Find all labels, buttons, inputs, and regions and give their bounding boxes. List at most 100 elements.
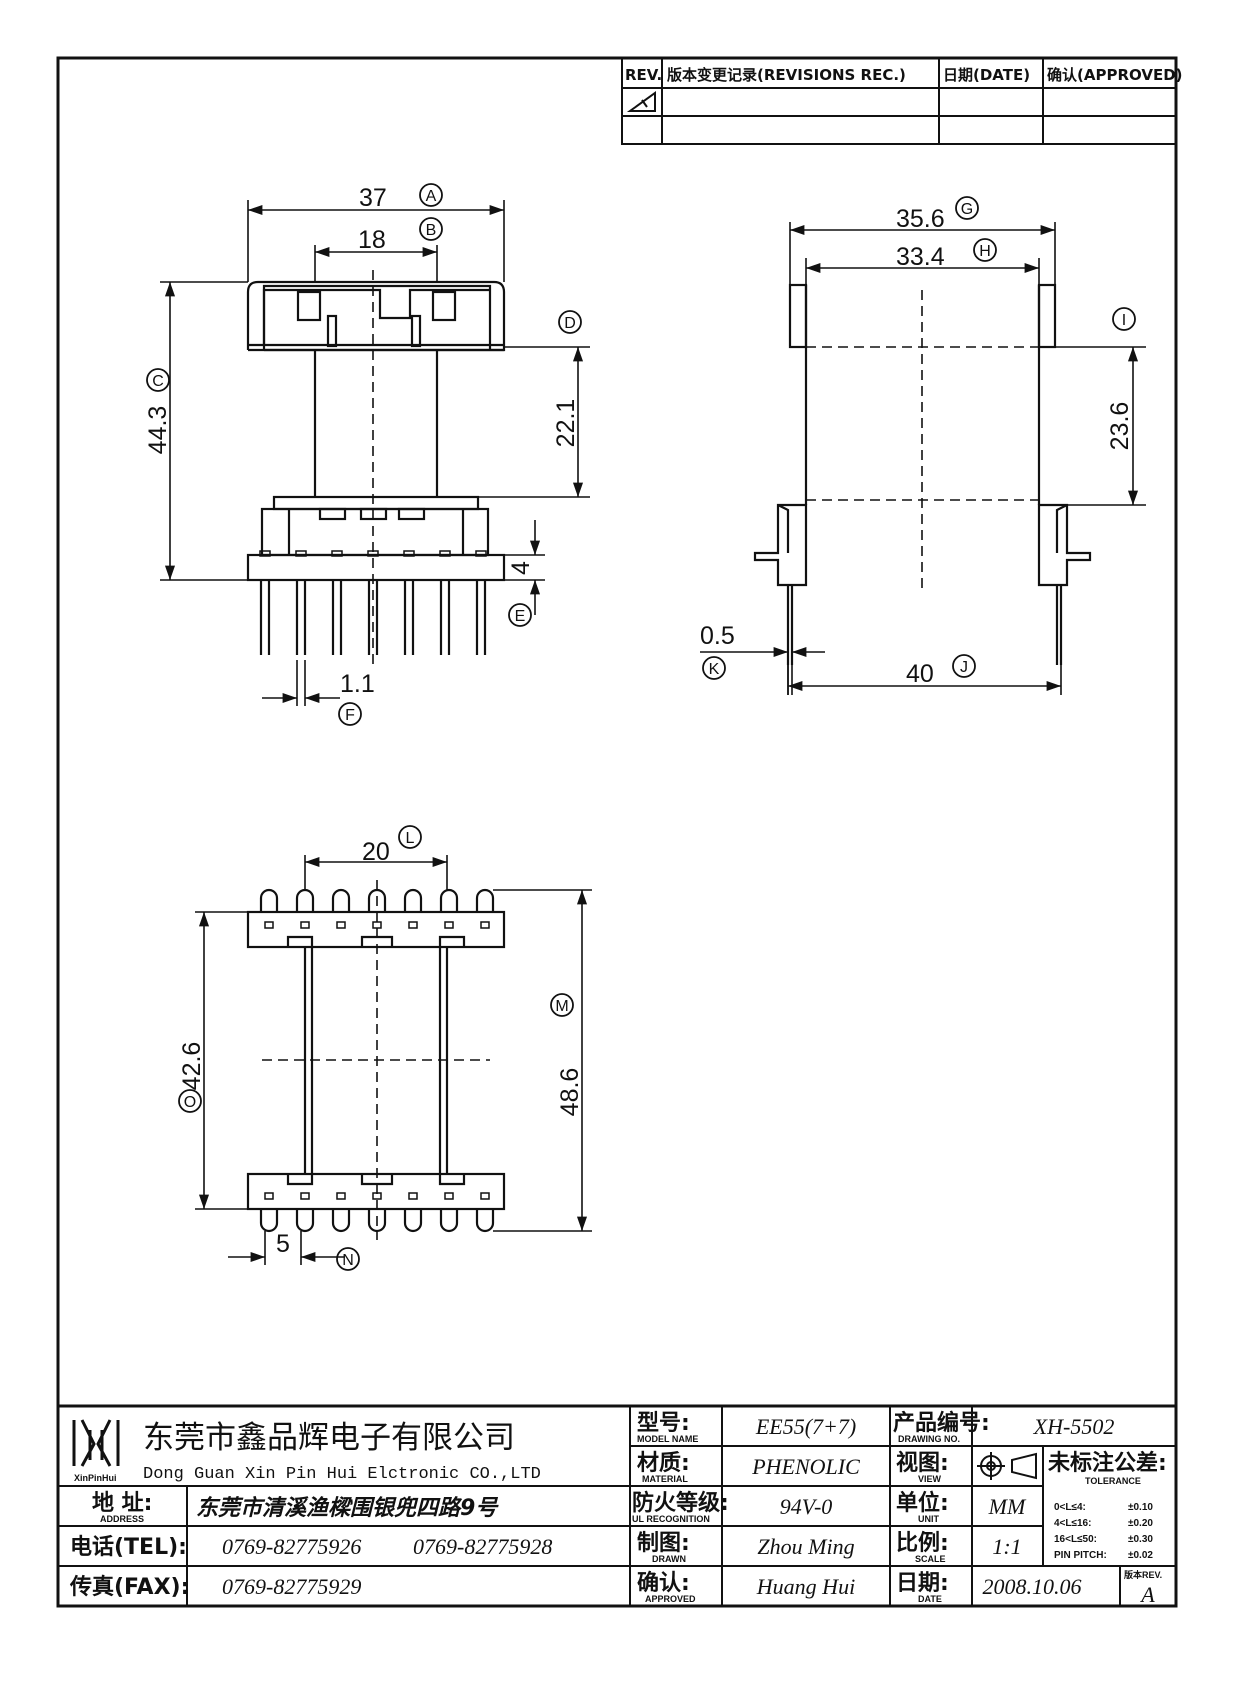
date-label-en: DATE: [918, 1594, 942, 1604]
rev-header-record: 版本变更记录(REVISIONS REC.): [667, 66, 906, 84]
tel-value-2: 0769-82775928: [413, 1534, 552, 1559]
ul-label: 防火等级:: [632, 1490, 729, 1516]
dim-i-value: 23.6: [1106, 402, 1134, 451]
letter-n: N: [342, 1252, 354, 1269]
company-name-en: Dong Guan Xin Pin Hui Elctronic CO.,LTD: [143, 1465, 541, 1484]
drawing-no-value: XH-5502: [1033, 1414, 1115, 1439]
drawn-label-en: DRAWN: [652, 1554, 686, 1564]
dim-n-value: 5: [276, 1230, 290, 1258]
view-label: 视图:: [896, 1450, 949, 1476]
model-label-en: MODEL NAME: [637, 1434, 698, 1444]
tel-label: 电话(TEL):: [70, 1535, 187, 1560]
address-value: 东莞市清溪渔樑围银兜四路9号: [196, 1495, 499, 1521]
material-label: 材质:: [637, 1451, 690, 1476]
rev-header-label: REV.: [625, 66, 662, 84]
title-block-grid: [58, 1404, 1176, 1606]
letter-j: J: [960, 659, 968, 676]
dim-e-value: 4: [507, 561, 535, 575]
dim-j-value: 40: [906, 660, 934, 688]
tol-value-1: ±0.10: [1128, 1502, 1153, 1513]
rev-header-date: 日期(DATE): [943, 66, 1030, 84]
date-value: 2008.10.06: [983, 1574, 1082, 1599]
reference-letters: [146, 183, 1136, 1271]
letter-b: B: [426, 222, 437, 239]
dim-a-value: 37: [359, 184, 387, 212]
view-label-en: VIEW: [918, 1474, 942, 1484]
dim-o-value: 42.6: [178, 1042, 206, 1091]
fax-label: 传真(FAX):: [69, 1574, 189, 1600]
tol-range-1: 0<L≤4:: [1054, 1502, 1086, 1513]
letter-l: L: [406, 830, 415, 847]
fax-value: 0769-82775929: [222, 1574, 361, 1599]
tol-value-3: ±0.30: [1128, 1534, 1153, 1545]
letter-h: H: [979, 243, 991, 260]
scale-label: 比例:: [896, 1531, 949, 1556]
letter-c: C: [152, 373, 164, 390]
dim-g-value: 35.6: [896, 205, 945, 233]
approved-label: 确认:: [637, 1570, 690, 1596]
bottom-view: [246, 880, 506, 1240]
projection-symbol-icon: [977, 1452, 1037, 1480]
company-name-cn: 东莞市鑫品辉电子有限公司: [143, 1420, 515, 1456]
letter-o: O: [184, 1094, 196, 1111]
letter-a: A: [426, 188, 437, 205]
dim-b-value: 18: [358, 226, 386, 254]
model-value: EE55(7+7): [755, 1414, 856, 1439]
side-view-dimensions: [700, 222, 1146, 695]
drawing-no-label: 产品编号:: [893, 1410, 990, 1436]
ul-value: 94V-0: [780, 1494, 833, 1519]
scale-label-en: SCALE: [915, 1554, 946, 1564]
address-label-en: ADDRESS: [100, 1514, 144, 1524]
tel-value-1: 0769-82775926: [222, 1534, 361, 1559]
letter-d: D: [564, 315, 576, 332]
dim-m-value: 48.6: [556, 1068, 584, 1117]
approved-value: Huang Hui: [756, 1574, 855, 1599]
tol-value-2: ±0.20: [1128, 1518, 1153, 1529]
drawn-value: Zhou Ming: [757, 1534, 854, 1559]
unit-label-en: UNIT: [918, 1514, 939, 1524]
material-value: PHENOLIC: [751, 1454, 860, 1479]
unit-label: 单位:: [896, 1490, 949, 1516]
bottom-view-dimensions: [195, 855, 592, 1265]
scale-value: 1:1: [992, 1534, 1021, 1559]
material-label-en: MATERIAL: [642, 1474, 688, 1484]
letter-k: K: [709, 661, 720, 678]
date-label: 日期:: [896, 1571, 949, 1596]
dim-l-value: 20: [362, 838, 390, 866]
tol-range-4: PIN PITCH:: [1054, 1550, 1107, 1561]
letter-g: G: [961, 201, 973, 218]
model-label: 型号:: [637, 1411, 690, 1436]
dim-k-value: 0.5: [700, 622, 735, 650]
side-view: [753, 283, 1092, 665]
dim-h-value: 33.4: [896, 243, 945, 271]
dim-f-value: 1.1: [340, 670, 375, 698]
revision-table: [621, 57, 1177, 145]
unit-value: MM: [988, 1494, 1027, 1519]
letter-f: F: [345, 707, 355, 724]
letter-i: I: [1122, 312, 1126, 329]
rev-box-label: 版本REV.: [1123, 1569, 1162, 1580]
approved-label-en: APPROVED: [645, 1594, 696, 1604]
revision-triangle-icon: [626, 91, 656, 112]
drawn-label: 制图:: [637, 1531, 690, 1556]
sheet-border: [56, 56, 1178, 1608]
drawing-no-label-en: DRAWING NO.: [898, 1434, 960, 1444]
ul-label-en: UL RECOGNITION: [632, 1514, 710, 1524]
tolerance-label-en: TOLERANCE: [1085, 1476, 1141, 1486]
front-view-dimensions: [160, 200, 590, 706]
company-logo-icon: [72, 1419, 120, 1467]
rev-header-approved: 确认(APPROVED): [1047, 66, 1183, 84]
dim-d-value: 22.1: [552, 399, 580, 448]
rev-box-value: A: [1139, 1582, 1155, 1607]
letter-m: M: [555, 998, 568, 1015]
tol-range-2: 4<L≤16:: [1054, 1518, 1091, 1529]
dim-c-value: 44.3: [144, 406, 172, 455]
logo-caption: XinPinHui: [74, 1473, 117, 1483]
tol-range-3: 16<L≤50:: [1054, 1534, 1097, 1545]
address-label: 地 址:: [92, 1491, 152, 1516]
tolerance-label: 未标注公差:: [1048, 1450, 1167, 1476]
front-view: [246, 270, 506, 665]
tol-value-4: ±0.02: [1128, 1550, 1153, 1561]
letter-e: E: [515, 608, 526, 625]
